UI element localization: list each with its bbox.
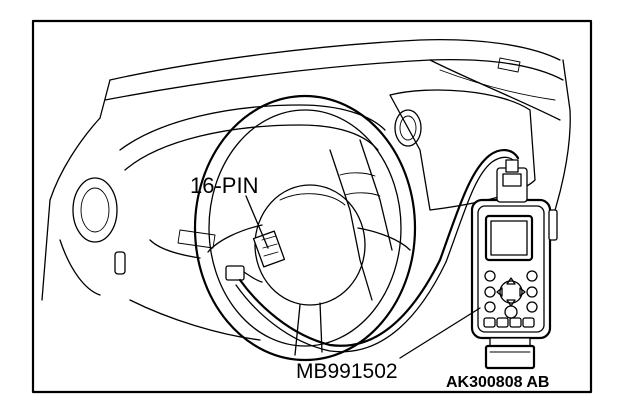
figure-code: AK300808 AB: [446, 374, 549, 391]
tool-cable: [235, 149, 520, 353]
tool-keypad: [483, 270, 538, 328]
diagnostic-tool-mb991502: [470, 159, 558, 370]
dashboard-outline: [41, 39, 571, 341]
diagnostic-connector-16-pin: [225, 230, 286, 283]
tool-label: MB991502: [296, 360, 398, 383]
connector-leader-line: [245, 195, 269, 249]
tool-screen: [484, 214, 534, 262]
connector-label: 16-PIN: [190, 173, 258, 198]
steering-wheel: [193, 94, 417, 362]
figure-frame: [31, 19, 593, 394]
tool-leader-line: [399, 307, 481, 359]
